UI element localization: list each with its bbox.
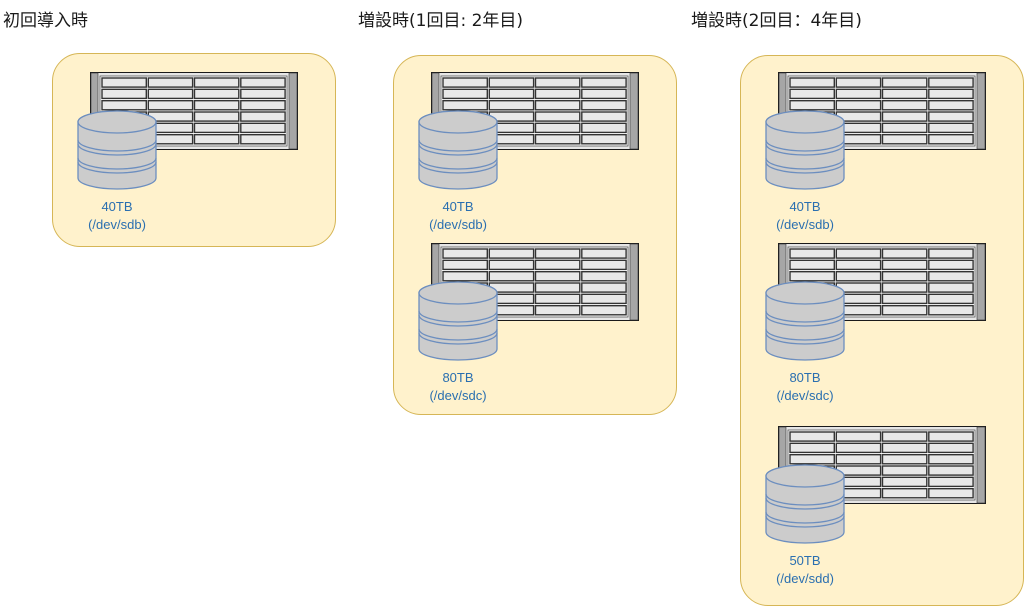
disk-device-label: (/dev/sdd) (776, 571, 834, 586)
disk-capacity-label: 80TB (442, 370, 474, 385)
database-disk-icon (77, 110, 157, 190)
disk-capacity-label: 80TB (789, 370, 821, 385)
column-title-expansion-2: 増設時(2回目：4年目) (691, 11, 862, 31)
disk-capacity-label: 40TB (442, 199, 474, 214)
disk-device-label: (/dev/sdb) (88, 217, 146, 232)
database-disk-icon (765, 281, 845, 361)
storage-unit: 80TB (/dev/sdc) (765, 243, 995, 403)
storage-unit: 50TB (/dev/sdd) (765, 426, 995, 586)
storage-unit: 40TB (/dev/sdb) (765, 72, 995, 232)
disk-capacity-label: 50TB (789, 553, 821, 568)
column-title-expansion-1: 増設時(1回目: 2年目) (358, 11, 524, 31)
column-title-initial: 初回導入時 (3, 11, 88, 31)
storage-unit: 80TB (/dev/sdc) (418, 243, 648, 403)
disk-capacity-label: 40TB (101, 199, 133, 214)
database-disk-icon (765, 464, 845, 544)
disk-device-label: (/dev/sdc) (776, 388, 834, 403)
storage-unit: 40TB (/dev/sdb) (418, 72, 648, 232)
database-disk-icon (418, 281, 498, 361)
disk-device-label: (/dev/sdb) (776, 217, 834, 232)
storage-unit: 40TB (/dev/sdb) (77, 72, 307, 232)
disk-device-label: (/dev/sdc) (429, 388, 487, 403)
disk-device-label: (/dev/sdb) (429, 217, 487, 232)
disk-capacity-label: 40TB (789, 199, 821, 214)
database-disk-icon (765, 110, 845, 190)
database-disk-icon (418, 110, 498, 190)
